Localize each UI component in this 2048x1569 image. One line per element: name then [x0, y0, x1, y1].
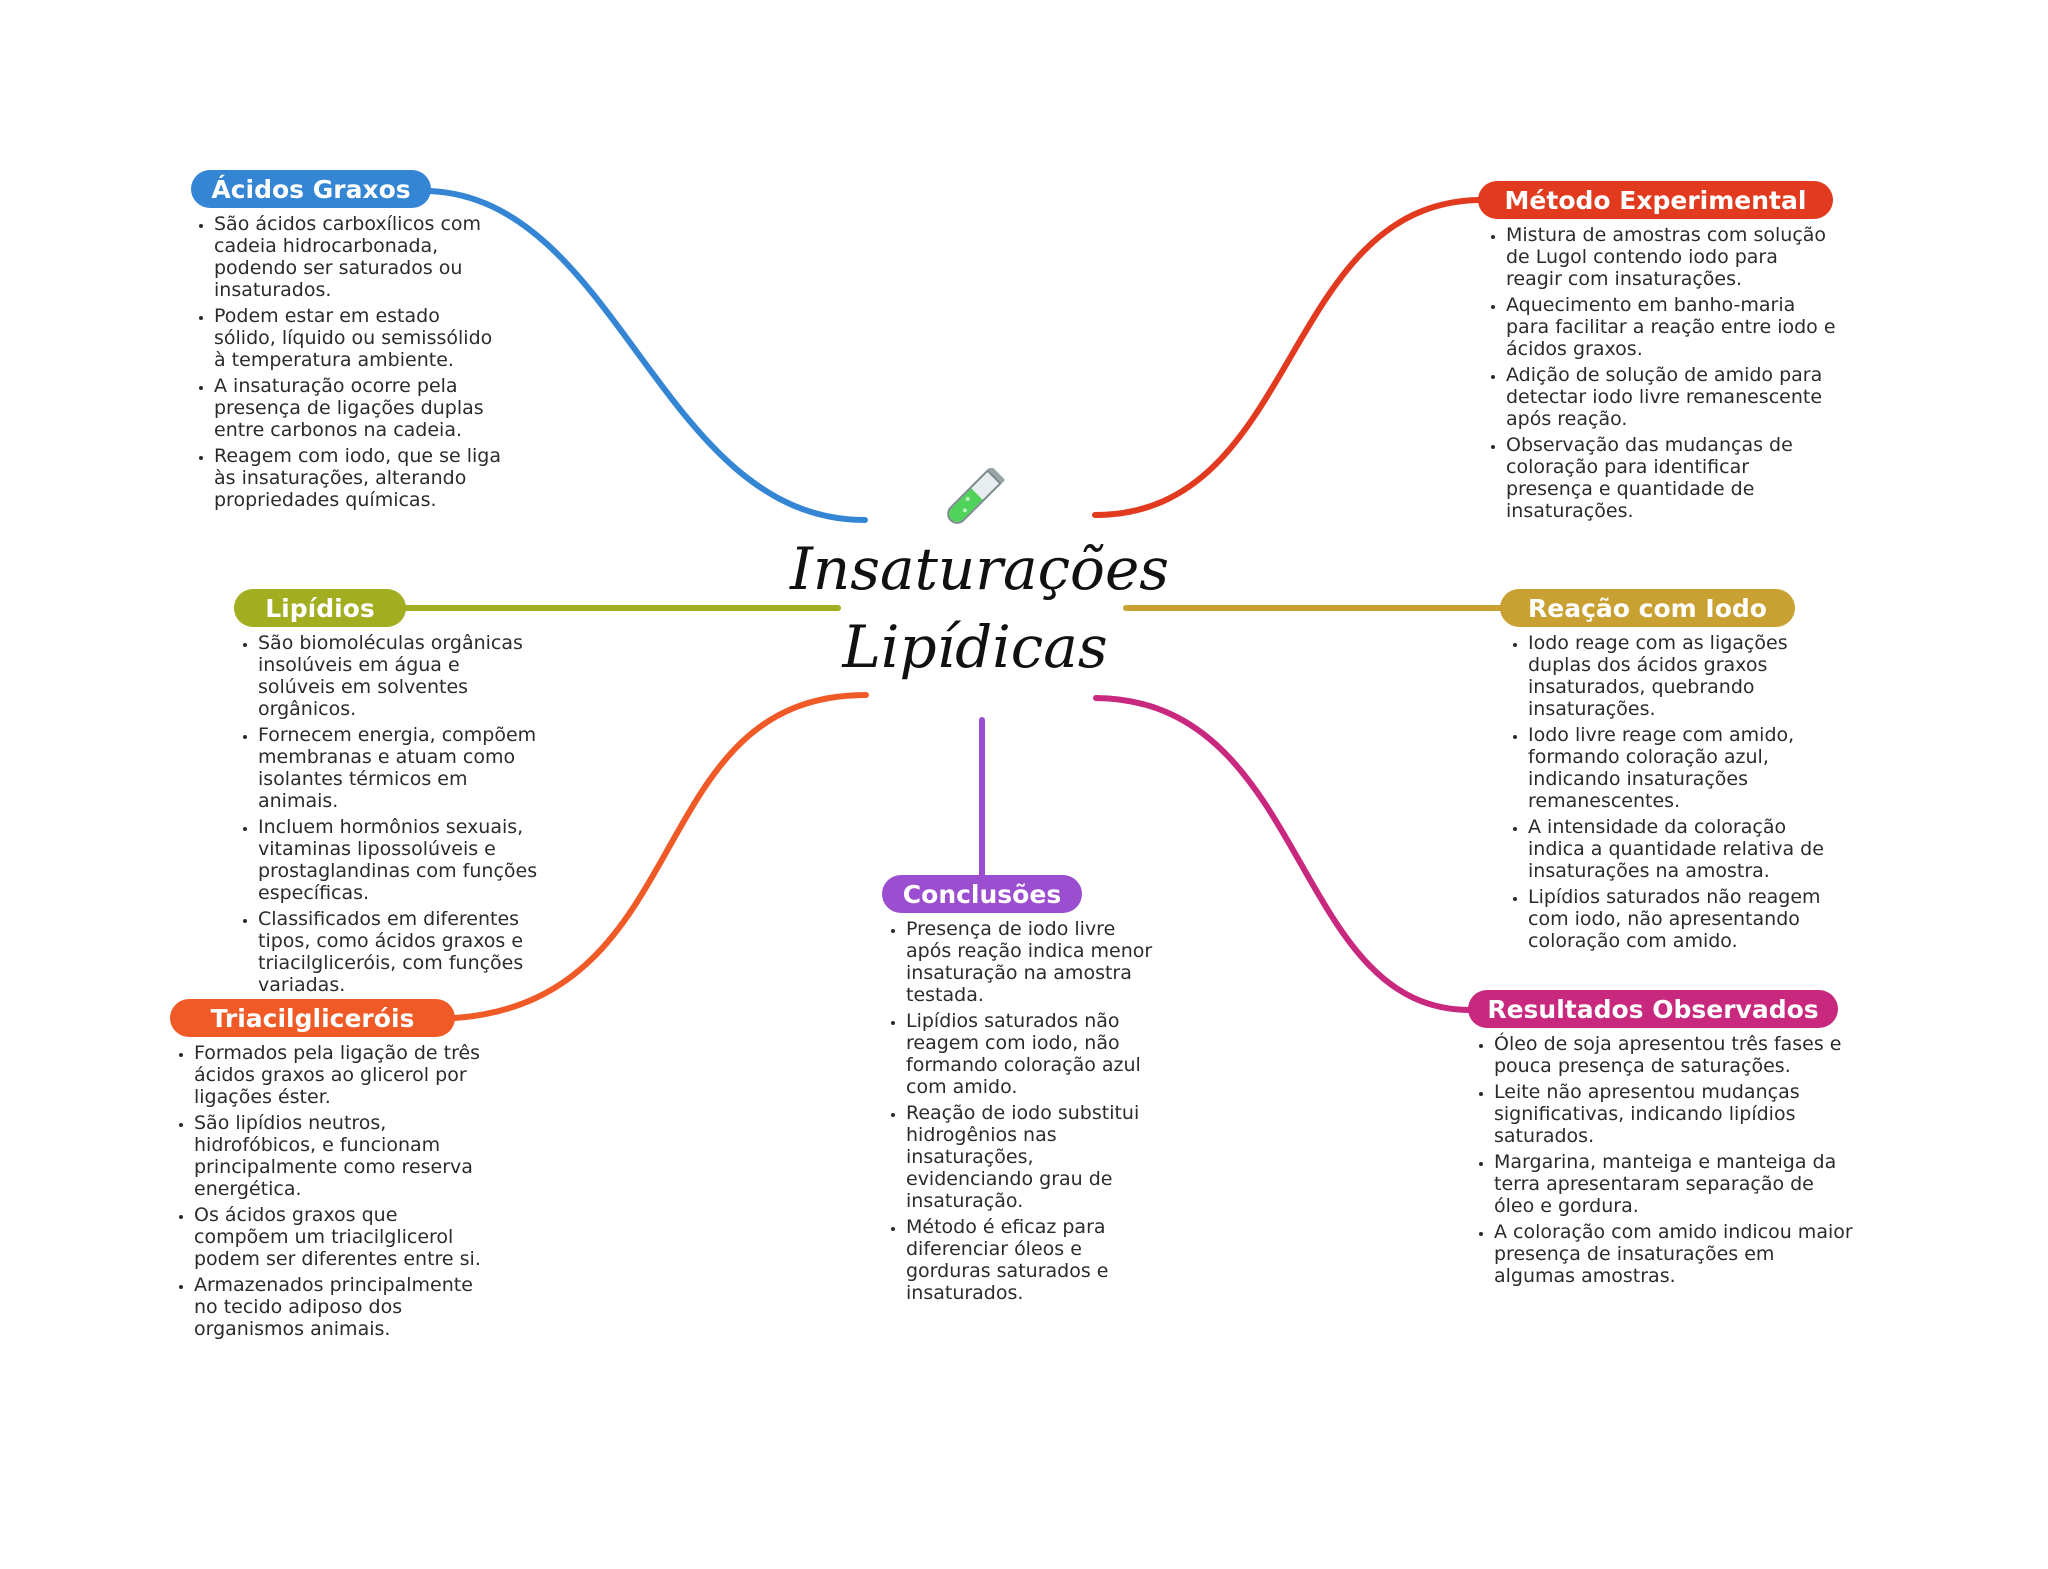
- topic-reacao-com-iodo[interactable]: Reação com Iodo: [1500, 589, 1795, 627]
- note-item: Aquecimento em banho-maria para facilita…: [1506, 294, 1836, 360]
- note-item: Fornecem energia, compõem membranas e at…: [258, 724, 538, 812]
- note-item: Incluem hormônios sexuais, vitaminas lip…: [258, 816, 538, 904]
- topic-metodo-experimental-label: Método Experimental: [1504, 185, 1807, 215]
- branch-line-resultados: [1093, 695, 1473, 1013]
- note-item: Iodo reage com as ligações duplas dos ác…: [1528, 632, 1828, 720]
- note-item: Formados pela ligação de três ácidos gra…: [194, 1042, 494, 1108]
- note-item: Iodo livre reage com amido, formando col…: [1528, 724, 1828, 812]
- note-item: Observação das mudanças de coloração par…: [1506, 434, 1836, 522]
- topic-metodo-experimental[interactable]: Método Experimental: [1478, 181, 1833, 219]
- topic-acidos-graxos[interactable]: Ácidos Graxos: [191, 170, 431, 208]
- note-item: São lipídios neutros, hidrofóbicos, e fu…: [194, 1112, 494, 1200]
- topic-triacilgliceróis[interactable]: Triacilgliceróis: [170, 999, 455, 1037]
- topic-resultados-observados[interactable]: Resultados Observados: [1468, 990, 1838, 1028]
- central-topic: Insaturações Lipídicas: [790, 530, 1170, 686]
- notes-triacilgliceróis: Formados pela ligação de três ácidos gra…: [170, 1042, 494, 1344]
- branch-line-metodo: [1092, 197, 1481, 518]
- note-item: Classificados em diferentes tipos, como …: [258, 908, 538, 996]
- notes-lipidios: São biomoléculas orgânicas insolúveis em…: [234, 632, 538, 1000]
- branch-line-triacil: [452, 692, 869, 1021]
- topic-lipidios-label: Lipídios: [265, 593, 375, 623]
- note-item: Lipídios saturados não reagem com iodo, …: [1528, 886, 1828, 952]
- topic-resultados-observados-label: Resultados Observados: [1487, 994, 1819, 1024]
- note-item: Armazenados principalmente no tecido adi…: [194, 1274, 494, 1340]
- note-item: Óleo de soja apresentou três fases e pou…: [1494, 1033, 1854, 1077]
- test-tube-icon: [947, 468, 1005, 524]
- topic-acidos-graxos-label: Ácidos Graxos: [211, 174, 411, 204]
- note-item: São ácidos carboxílicos com cadeia hidro…: [214, 213, 504, 301]
- topic-conclusoes[interactable]: Conclusões: [882, 875, 1082, 913]
- note-item: Lipídios saturados não reagem com iodo, …: [906, 1010, 1166, 1098]
- topic-conclusoes-label: Conclusões: [902, 879, 1062, 909]
- note-item: São biomoléculas orgânicas insolúveis em…: [258, 632, 538, 720]
- note-item: Reagem com iodo, que se liga às insatura…: [214, 445, 504, 511]
- note-item: Margarina, manteiga e manteiga da terra …: [1494, 1151, 1854, 1217]
- note-item: Mistura de amostras com solução de Lugol…: [1506, 224, 1836, 290]
- topic-reacao-com-iodo-label: Reação com Iodo: [1528, 593, 1767, 623]
- note-item: Os ácidos graxos que compõem um triacilg…: [194, 1204, 494, 1270]
- central-topic-line1: Insaturações: [790, 535, 1170, 603]
- notes-metodo-experimental: Mistura de amostras com solução de Lugol…: [1482, 224, 1836, 526]
- note-item: Leite não apresentou mudanças significat…: [1494, 1081, 1854, 1147]
- central-topic-line2: Lipídicas: [842, 613, 1108, 681]
- note-item: A intensidade da coloração indica a quan…: [1528, 816, 1828, 882]
- note-item: Podem estar em estado sólido, líquido ou…: [214, 305, 504, 371]
- note-item: Reação de iodo substitui hidrogênios nas…: [906, 1102, 1166, 1212]
- branch-line-acidos: [427, 188, 868, 523]
- note-item: A coloração com amido indicou maior pres…: [1494, 1221, 1854, 1287]
- notes-acidos-graxos: São ácidos carboxílicos com cadeia hidro…: [190, 213, 504, 515]
- note-item: Adição de solução de amido para detectar…: [1506, 364, 1836, 430]
- note-item: Método é eficaz para diferenciar óleos e…: [906, 1216, 1166, 1304]
- notes-reacao-com-iodo: Iodo reage com as ligações duplas dos ác…: [1504, 632, 1828, 956]
- notes-resultados-observados: Óleo de soja apresentou três fases e pou…: [1470, 1033, 1854, 1291]
- topic-triacilgliceróis-label: Triacilgliceróis: [210, 1003, 415, 1033]
- note-item: A insaturação ocorre pela presença de li…: [214, 375, 504, 441]
- note-item: Presença de iodo livre após reação indic…: [906, 918, 1166, 1006]
- notes-conclusoes: Presença de iodo livre após reação indic…: [882, 918, 1166, 1308]
- topic-lipidios[interactable]: Lipídios: [234, 589, 406, 627]
